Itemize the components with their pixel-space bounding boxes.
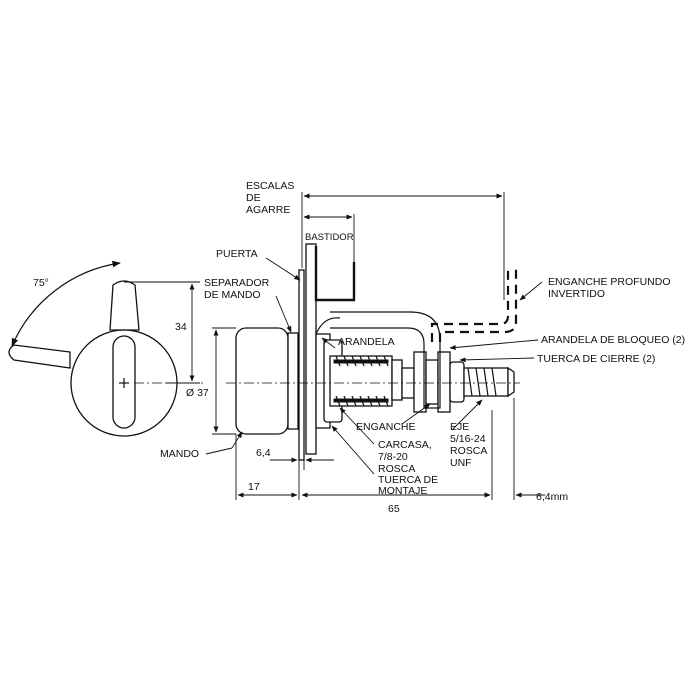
inverted-deep-latch	[438, 268, 518, 342]
latch-cam	[330, 311, 441, 409]
label-eje-4: UNF	[450, 457, 472, 469]
frame-bracket	[314, 246, 356, 302]
front-view: 34 Ø 37 75°	[8, 260, 209, 437]
label-escalas-1: ESCALAS	[246, 180, 294, 192]
label-tuerca-cierre: TUERCA DE CIERRE (2)	[537, 353, 655, 365]
side-view	[226, 243, 520, 461]
label-tuerca-montaje-2: MONTAJE	[378, 485, 427, 497]
label-escalas-2: DE	[246, 192, 261, 204]
dim-diameter-37: Ø 37	[186, 387, 209, 399]
angle-label: 75°	[33, 277, 49, 289]
cam-plate	[391, 359, 403, 401]
label-enganche: ENGANCHE	[356, 421, 416, 433]
label-arandela-bloqueo: ARANDELA DE BLOQUEO (2)	[541, 334, 685, 346]
dim-6-4-label: 6,4	[256, 447, 271, 459]
label-enganche-profundo-1: ENGANCHE PROFUNDO	[548, 276, 671, 288]
label-enganche-profundo-2: INVERTIDO	[548, 288, 605, 300]
dimensions: 6,4 17 65 6,4mm	[212, 192, 568, 515]
label-mando: MANDO	[160, 448, 199, 460]
label-separador-2: DE MANDO	[204, 289, 261, 301]
labels: ESCALAS DE AGARRE BASTIDOR PUERTA SEPARA…	[160, 180, 685, 497]
lock-nut	[449, 361, 465, 403]
shaft-thread	[467, 367, 497, 397]
dim-17-label: 17	[248, 481, 260, 493]
frame	[305, 243, 317, 455]
label-eje-2: 5/16-24	[450, 433, 486, 445]
knob-lever-wing	[109, 280, 140, 331]
knob-spacer	[287, 332, 299, 430]
label-eje-3: ROSCA	[450, 445, 487, 457]
rotation-arc	[11, 260, 121, 347]
label-eje-1: EJE	[450, 421, 469, 433]
label-puerta: PUERTA	[216, 248, 258, 260]
door-panel	[298, 269, 305, 461]
label-tuerca-montaje-1: TUERCA DE	[378, 474, 438, 486]
label-arandela: ARANDELA	[338, 336, 395, 348]
rotated-lever-outline	[8, 344, 71, 369]
label-carcasa-1: CARCASA,	[378, 439, 432, 451]
leader-lines	[205, 257, 543, 475]
label-separador-1: SEPARADOR	[204, 277, 270, 289]
knob-body	[235, 327, 289, 435]
label-bastidor: BASTIDOR	[305, 232, 354, 243]
dim-6-4mm-label: 6,4mm	[536, 491, 568, 503]
dim-34-label: 34	[175, 321, 187, 333]
label-escalas-3: AGARRE	[246, 204, 290, 216]
dim-65-label: 65	[388, 503, 400, 515]
label-carcasa-3: ROSCA	[378, 463, 415, 475]
label-carcasa-2: 7/8-20	[378, 451, 408, 463]
